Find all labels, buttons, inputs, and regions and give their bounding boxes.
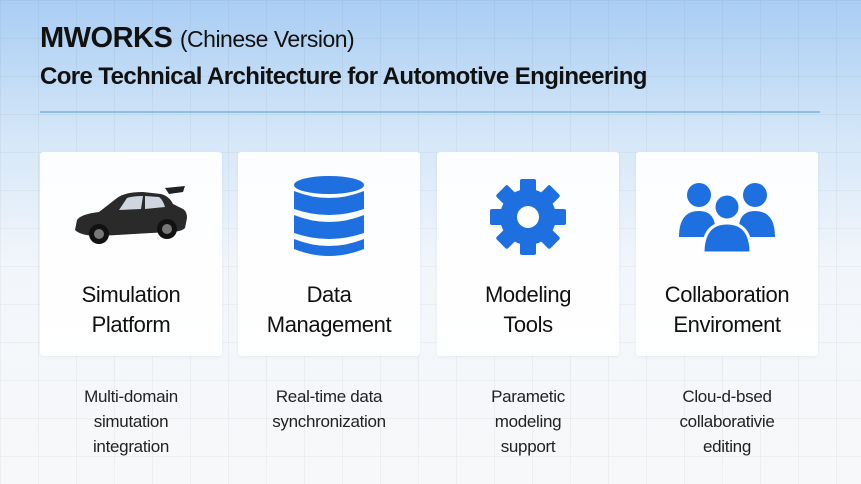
card-title-line1: Collaboration <box>664 282 790 307</box>
card-title-line2: Tools <box>503 312 553 337</box>
title-main: MWORKS <box>40 22 173 54</box>
description-data: Real-time data synchronization <box>238 384 420 434</box>
desc-line: modeling <box>494 412 562 431</box>
desc-line: support <box>500 437 556 456</box>
desc-line: synchronization <box>272 412 386 431</box>
page-subtitle: Core Technical Architecture for Automoti… <box>40 63 647 90</box>
desc-line: simutation <box>93 412 169 431</box>
title-sub: (Chinese Version) <box>179 26 355 52</box>
desc-line: collaborativie <box>679 412 775 431</box>
desc-line: integration <box>92 437 170 456</box>
database-icon <box>238 176 420 258</box>
desc-line: editing <box>703 437 751 456</box>
card-title-line2: Platform <box>91 312 171 337</box>
page-title: MWORKS (Chinese Version) <box>40 22 355 55</box>
card-title-line1: Simulation <box>81 282 181 307</box>
card-title-line1: Modeling <box>484 282 572 307</box>
desc-line: Clou-d-bsed <box>682 387 772 406</box>
gear-icon <box>437 176 619 258</box>
card-title-line2: Enviroment <box>673 312 781 337</box>
users-icon <box>636 176 818 258</box>
car-icon <box>40 176 222 258</box>
card-title-line2: Management <box>266 312 392 337</box>
description-collaboration: Clou-d-bsed collaborativie editing <box>636 384 818 459</box>
desc-line: Multi-domain <box>84 387 178 406</box>
description-simulation: Multi-domain simutation integration <box>40 384 222 459</box>
desc-line: Parametic <box>491 387 565 406</box>
description-modeling: Parametic modeling support <box>437 384 619 459</box>
divider <box>40 111 820 113</box>
desc-line: Real-time data <box>275 387 383 406</box>
card-title-line1: Data <box>306 282 352 307</box>
